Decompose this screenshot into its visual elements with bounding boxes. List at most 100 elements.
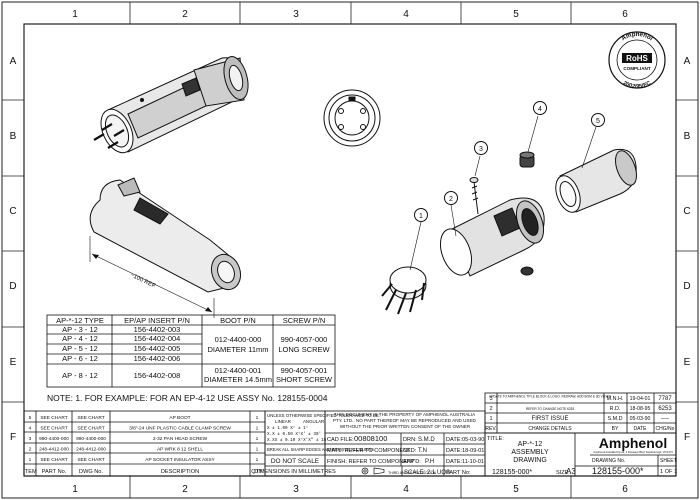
part-1-insulator: [381, 266, 427, 315]
bom-header-2: PART No.: [42, 469, 67, 475]
callout-3: 3: [474, 141, 488, 155]
bom-row-3-col-4: 2-32 PAN HEAD SCREW: [153, 436, 208, 442]
screw-b-type: SHORT SCREW: [276, 375, 333, 384]
zone-columns-top: 1 2 3 4 5 6: [72, 9, 628, 20]
zone-col-2-bottom: 2: [182, 484, 188, 495]
screw-a-type: LONG SCREW: [278, 345, 330, 354]
callout-5: 5: [591, 113, 605, 127]
callout-1: 1: [414, 208, 428, 222]
zone-col-5: 5: [513, 9, 519, 20]
part-3-screw: [469, 177, 479, 215]
material-field: MATL: REFER TO COMPONENT: [327, 448, 411, 454]
rev-1-by: S.M.D: [608, 416, 623, 422]
drn-value: S.M.D: [418, 437, 435, 443]
svg-text:3: 3: [479, 146, 483, 153]
boot-b-number: 012-4400-001: [215, 366, 262, 375]
bom-header-3: DWG No.: [79, 469, 103, 475]
seal-middle-text: RoHS: [626, 54, 648, 63]
bom-row-2-col-4: 3/8"-24 UNF PLASTIC CABLE CLAMP SCREW: [129, 426, 231, 432]
zone-col-2: 2: [182, 9, 188, 20]
zone-row-b: B: [10, 131, 17, 142]
part-4-clamp-screw: [519, 151, 535, 168]
insert-row-4: 156-4402-006: [134, 354, 181, 363]
assembly-note: NOTE: 1. FOR EXAMPLE: FOR AN EP-4-12 USE…: [47, 393, 328, 403]
connector-iso-view-top: [93, 56, 249, 154]
part-no-value: 128155-000*: [492, 469, 532, 476]
type-row-1: AP - 3 - 12: [62, 325, 98, 334]
part-2-shell: [439, 197, 545, 277]
dimension-units: DIMENSIONS IN MILLIMETRES: [254, 469, 336, 475]
boot-a-number: 012-4400-000: [215, 335, 262, 344]
date3-label: DATE:: [446, 459, 463, 465]
date1-value: 05-03-90: [462, 437, 484, 443]
svg-text:4: 4: [538, 106, 542, 113]
rev-1-date: 05-03-90: [630, 416, 651, 422]
appd-value: P.H: [425, 459, 434, 465]
title-line-1: AP-*-12: [518, 441, 543, 448]
drawing-no-value: 128155-000*: [592, 466, 644, 476]
rohs-compliance-seal: Amphenol 2002/95/EC RoHS COMPLIANT: [608, 31, 666, 90]
bill-of-materials: [23, 410, 266, 477]
bom-row-3-col-5: 1: [256, 436, 259, 442]
rev-2-date: 18-08-95: [630, 406, 651, 412]
bom-row-1-col-1: 5: [29, 415, 32, 421]
bom-row-3-col-3: 990-4400-000: [76, 436, 106, 442]
boot-b-diameter: DIAMETER 14.5mm: [204, 375, 272, 384]
type-row-4: AP - 6 - 12: [62, 354, 98, 363]
bom-row-4-col-3: 248-4412-000: [76, 447, 106, 453]
bom-row-1-col-3: SEE CHART: [77, 415, 104, 421]
svg-text:2: 2: [449, 196, 453, 203]
connector-iso-view-bottom: ~100 REF: [89, 177, 242, 318]
type-table: AP-*-12 TYPE EP/AP INSERT P/N BOOT P/N S…: [46, 314, 336, 388]
insert-row-3: 156-4402-005: [134, 344, 181, 353]
rev-1-number: 1: [489, 416, 492, 422]
bom-row-3-col-2: 990-4400-000: [39, 436, 69, 442]
bom-row-3-col-1: 3: [29, 436, 32, 442]
zone-rows-left: A B C D E F: [9, 56, 16, 443]
bom-row-4-col-4: AP WRK 8 12 SHELL: [157, 447, 203, 453]
type-row-2: AP - 4 - 12: [62, 334, 98, 343]
rev-header-2: CHANGE DETAILS: [528, 426, 572, 432]
tolerance-line-3: X.XX ± 0.10 X°X'X" ± 15': [267, 438, 329, 443]
bom-header-4: DESCRIPTION: [161, 469, 199, 475]
revision-block: [484, 392, 677, 434]
do-not-scale: DO NOT SCALE: [271, 458, 320, 465]
zone-row-f-right: F: [684, 432, 690, 443]
bom-header-5: QTY: [251, 469, 263, 475]
rev-2-chg-no: 6253: [658, 406, 672, 412]
drn-label: DRN:: [403, 437, 417, 443]
bom-row-4-col-1: 2: [29, 447, 32, 453]
insert-row-5: 156-4402-008: [134, 371, 181, 380]
part-5-boot: [555, 148, 637, 213]
title-line-2: ASSEMBLY: [511, 449, 549, 456]
zone-row-f: F: [10, 432, 16, 443]
bom-row-5-col-3: SEE CHART: [77, 457, 104, 463]
callout-4: 4: [533, 101, 547, 115]
projection-label: THIRD ANGLE PROJECTION: [388, 471, 437, 475]
screw-col-header: SCREW P/N: [283, 316, 326, 325]
sheet-label: SHEET: [660, 458, 677, 464]
exploded-assembly-view: 1 2 3 4 5: [381, 101, 637, 315]
sheet-value: 1 OF 1: [660, 469, 677, 475]
rev-1-details: FIRST ISSUE: [532, 416, 569, 422]
zone-col-1: 1: [72, 9, 78, 20]
zone-col-1-bottom: 1: [72, 484, 78, 495]
bom-row-2-col-3: SEE CHART: [77, 426, 104, 432]
cad-file-label: CAD FILE:: [327, 437, 354, 443]
zone-col-4-bottom: 4: [403, 484, 409, 495]
zone-col-6-bottom: 6: [622, 484, 628, 495]
zone-row-d: D: [9, 281, 16, 292]
bom-row-5-col-2: SEE CHART: [40, 457, 67, 463]
bom-row-5-col-4: AP SOCKET INSULATOR ASSY: [145, 457, 215, 463]
bom-row-5-col-1: 1: [29, 457, 32, 463]
boot-a-diameter: DIAMETER 11mm: [207, 345, 268, 354]
svg-text:1: 1: [419, 213, 423, 220]
date3-value: 11-10-01: [462, 459, 484, 465]
zone-col-4: 4: [403, 9, 409, 20]
rev-header-3: BY: [612, 426, 619, 432]
company-logo: Amphenol: [599, 435, 667, 451]
